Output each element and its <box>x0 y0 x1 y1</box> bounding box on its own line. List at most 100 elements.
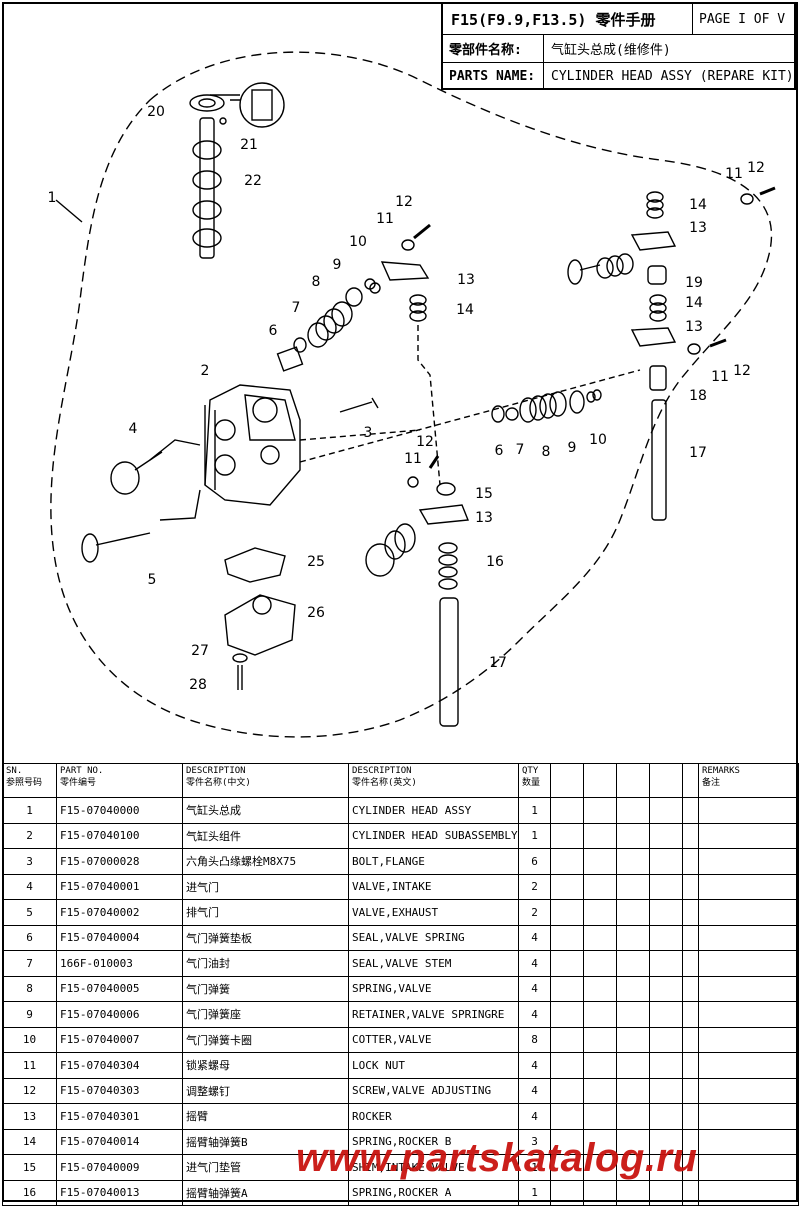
title-block: F15(F9.9,F13.5) 零件手册 PAGE I OF V 零部件名称: … <box>441 2 796 90</box>
en-name-value: CYLINDER HEAD ASSY (REPARE KIT) <box>551 69 794 84</box>
callout-6: 6 <box>268 323 278 339</box>
row-blank-cell <box>583 1179 617 1206</box>
row-blank-cell <box>649 1154 683 1181</box>
row-part-no: F15-07040100 <box>56 822 183 849</box>
row-blank-cell <box>649 1077 683 1104</box>
row-blank-cell <box>583 950 617 977</box>
callout-20: 20 <box>147 104 165 120</box>
row-desc-cn: 调整螺钉 <box>182 1077 349 1104</box>
row-blank-cell <box>649 1179 683 1206</box>
assembly-boundary <box>50 51 773 738</box>
row-qty: 1 <box>518 797 551 824</box>
callout-25: 25 <box>307 554 325 570</box>
row-blank-cell <box>616 899 650 926</box>
row-blank-cell <box>649 1103 683 1130</box>
header-sn: SN.参照号码 <box>2 763 57 798</box>
row-blank-cell <box>682 1026 699 1053</box>
row-blank-cell <box>682 1001 699 1028</box>
row-desc-cn: 摇臂 <box>182 1103 349 1130</box>
callout-9-mid: 9 <box>567 440 577 456</box>
housing-part <box>224 594 296 656</box>
row-remarks <box>698 1179 799 1206</box>
camshaft-part <box>192 117 222 259</box>
callout-14-right: 14 <box>689 197 707 213</box>
row-blank-cell <box>649 975 683 1002</box>
row-blank-cell <box>682 1179 699 1206</box>
row-blank-cell <box>583 873 617 900</box>
row-desc-cn: 气门油封 <box>182 950 349 977</box>
row-blank-cell <box>682 822 699 849</box>
callout-13-low: 13 <box>475 510 493 526</box>
row-part-no: F15-07040009 <box>56 1154 183 1181</box>
row-remarks <box>698 1077 799 1104</box>
row-desc-en: LOCK NUT <box>348 1052 519 1079</box>
callout-14-right2: 14 <box>685 295 703 311</box>
header-part-no: PART NO.零件编号 <box>56 763 183 798</box>
callout-14: 14 <box>456 302 474 318</box>
callout-17-low: 17 <box>489 655 507 671</box>
row-qty: 2 <box>518 873 551 900</box>
row-sn: 14 <box>2 1128 57 1155</box>
flange-bolt-part <box>339 397 379 413</box>
row-blank-cell <box>583 924 617 951</box>
row-sn: 5 <box>2 899 57 926</box>
row-blank-cell <box>616 1103 650 1130</box>
row-part-no: F15-07040001 <box>56 873 183 900</box>
callout-5: 5 <box>147 572 157 588</box>
row-blank-cell <box>616 924 650 951</box>
page-indicator: PAGE I OF V <box>699 11 786 27</box>
row-blank-cell <box>616 848 650 875</box>
row-blank-cell <box>583 1128 617 1155</box>
row-desc-cn: 排气门 <box>182 899 349 926</box>
row-blank-cell <box>616 822 650 849</box>
row-blank-cell <box>550 822 584 849</box>
row-sn: 8 <box>2 975 57 1002</box>
rocker-part <box>380 261 430 281</box>
row-blank-cell <box>550 848 584 875</box>
callout-13-right2: 13 <box>685 319 703 335</box>
row-blank-cell <box>583 975 617 1002</box>
row-blank-cell <box>550 899 584 926</box>
callout-22: 22 <box>244 173 262 189</box>
row-sn: 15 <box>2 1154 57 1181</box>
row-part-no: F15-07040013 <box>56 1179 183 1206</box>
row-desc-cn: 摇臂轴弹簧B <box>182 1128 349 1155</box>
row-blank-cell <box>616 873 650 900</box>
row-remarks <box>698 975 799 1002</box>
title-row-cn: 零部件名称: 气缸头总成(维修件) <box>443 35 794 63</box>
row-remarks <box>698 1103 799 1130</box>
row-remarks <box>698 1001 799 1028</box>
row-desc-cn: 进气门 <box>182 873 349 900</box>
row-part-no: F15-07040000 <box>56 797 183 824</box>
callout-12: 12 <box>395 194 413 210</box>
row-blank-cell <box>649 822 683 849</box>
row-desc-cn: 气缸头总成 <box>182 797 349 824</box>
row-desc-cn: 六角头凸缘螺栓M8X75 <box>182 848 349 875</box>
row-sn: 2 <box>2 822 57 849</box>
exploded-diagram <box>50 51 776 738</box>
callout-4: 4 <box>128 421 138 437</box>
row-part-no: F15-07040002 <box>56 899 183 926</box>
row-desc-cn: 气门弹簧卡圈 <box>182 1026 349 1053</box>
row-blank-cell <box>550 1179 584 1206</box>
title-row-en: PARTS NAME: CYLINDER HEAD ASSY (REPARE K… <box>443 63 794 90</box>
row-desc-en: SEAL,VALVE SPRING <box>348 924 519 951</box>
callout-10-mid: 10 <box>589 432 607 448</box>
callout-7-mid: 7 <box>515 442 525 458</box>
callout-9: 9 <box>332 257 342 273</box>
row-part-no: F15-07000028 <box>56 848 183 875</box>
row-remarks <box>698 924 799 951</box>
row-qty: 2 <box>518 899 551 926</box>
row-part-no: F15-07040006 <box>56 1001 183 1028</box>
middle-valve-train <box>491 389 602 423</box>
row-remarks <box>698 822 799 849</box>
row-qty: 1 <box>518 1179 551 1206</box>
row-desc-en: CYLINDER HEAD ASSY <box>348 797 519 824</box>
row-part-no: F15-07040301 <box>56 1103 183 1130</box>
